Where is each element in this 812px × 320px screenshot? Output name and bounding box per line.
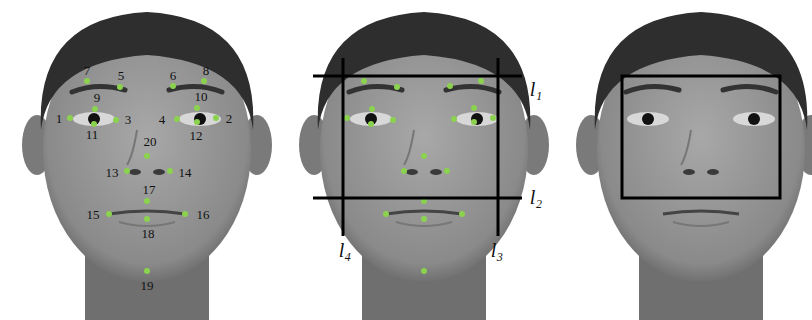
callout-number: 4 — [159, 113, 166, 126]
callout-number: 18 — [142, 227, 155, 240]
callout-number: 14 — [179, 166, 192, 179]
callout-number: 2 — [226, 112, 233, 125]
line-label: l₄ — [339, 240, 352, 260]
line-label: l₃ — [491, 240, 504, 260]
callout-number: 19 — [141, 279, 154, 292]
callout-number: 1 — [56, 112, 63, 125]
callout-number: 8 — [203, 64, 210, 77]
callout-number: 15 — [87, 208, 100, 221]
callout-number: 17 — [143, 183, 156, 196]
callout-number: 12 — [190, 129, 203, 142]
callout-number: 5 — [118, 69, 125, 82]
callout-number: 16 — [197, 208, 210, 221]
callout-number: 11 — [86, 128, 99, 141]
callout-number: 13 — [106, 166, 119, 179]
callout-number: 10 — [195, 90, 208, 103]
crop-lines — [313, 58, 780, 236]
callout-number: 3 — [125, 113, 132, 126]
callout-number: 6 — [170, 69, 177, 82]
callout-number: 7 — [84, 64, 91, 77]
line-label: l₁ — [530, 79, 543, 99]
callout-number: 9 — [94, 91, 101, 104]
callout-number: 20 — [144, 135, 157, 148]
line-label: l₂ — [530, 187, 543, 207]
